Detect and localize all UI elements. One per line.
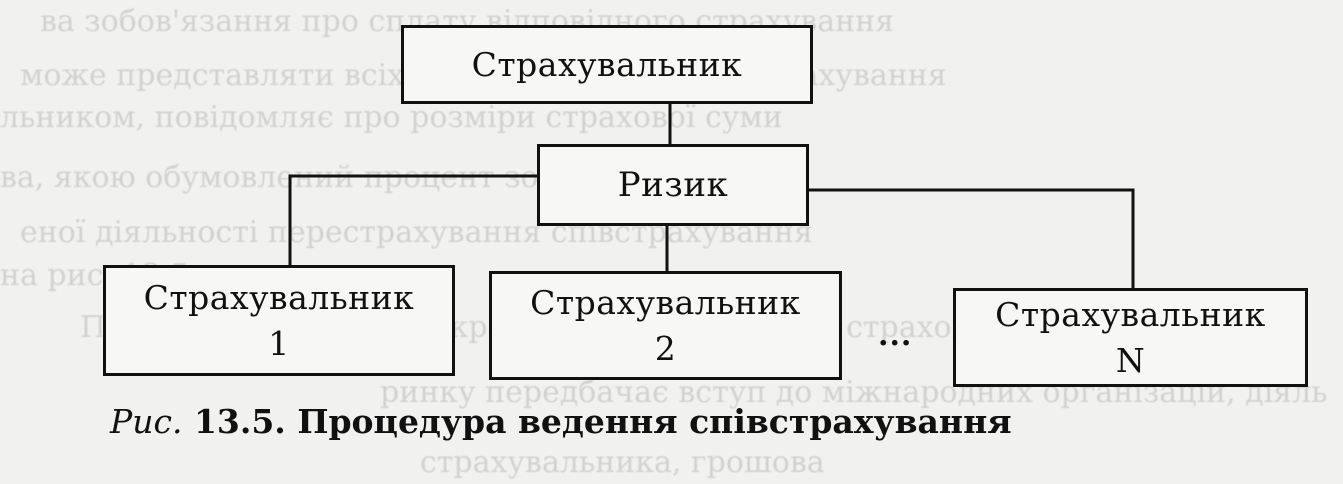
ellipsis: ... bbox=[878, 318, 913, 353]
insurer-box-2: Страхувальник 2 bbox=[489, 271, 842, 380]
risk-label: Ризик bbox=[617, 165, 729, 205]
insurer-box-1: Страхувальник 1 bbox=[103, 265, 455, 376]
insurer-top-label: Страхувальник bbox=[471, 44, 743, 84]
insurer-box-n: Страхувальник N bbox=[953, 288, 1308, 387]
insurer-box-1-label: Страхувальник bbox=[143, 277, 415, 317]
caption-prefix: Рис. bbox=[110, 402, 183, 441]
connector-risk-to-box-n bbox=[809, 188, 1135, 288]
risk-box: Ризик bbox=[537, 144, 809, 226]
insurer-box-1-number: 1 bbox=[268, 323, 290, 363]
insurer-top-box: Страхувальник bbox=[401, 25, 813, 104]
connector-risk-to-box-1 bbox=[288, 174, 537, 265]
caption-text: Процедура ведення співстрахування bbox=[297, 402, 1012, 441]
caption-number: 13.5. bbox=[193, 402, 286, 441]
figure-caption: Рис. 13.5. Процедура ведення співстрахув… bbox=[110, 402, 1012, 441]
insurer-box-n-number: N bbox=[1115, 340, 1146, 380]
insurer-box-n-label: Страхувальник bbox=[995, 294, 1266, 334]
insurer-box-2-label: Страхувальник bbox=[530, 282, 801, 322]
insurer-box-2-number: 2 bbox=[654, 328, 677, 368]
